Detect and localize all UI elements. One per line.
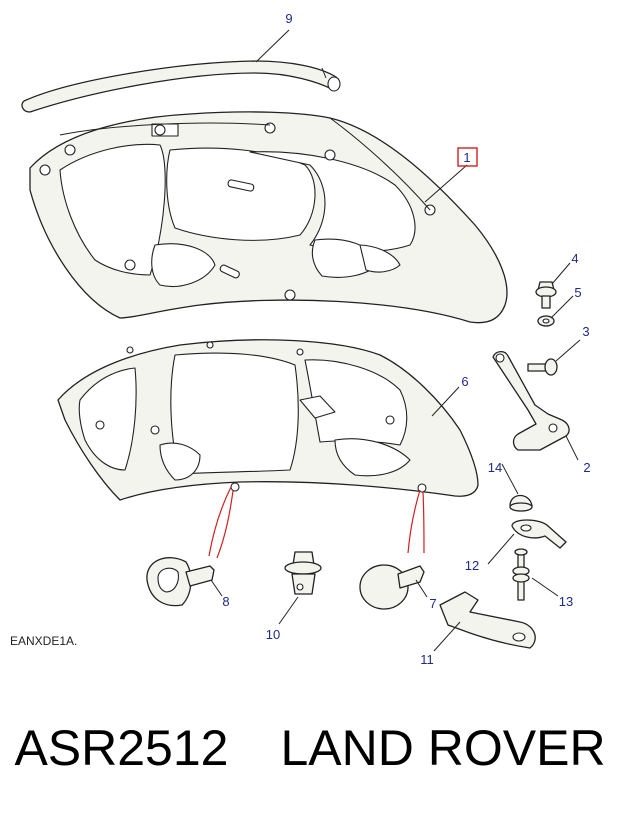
part-9-seal-strip bbox=[21, 60, 341, 113]
callout-4: 4 bbox=[571, 251, 578, 266]
callout-2: 2 bbox=[583, 460, 590, 475]
callout-10: 10 bbox=[266, 627, 280, 642]
footer-caption: ASR2512 LAND ROVER bbox=[0, 706, 620, 790]
part-3-screw bbox=[527, 358, 558, 376]
part-8-clip bbox=[146, 557, 215, 607]
part-11-striker bbox=[439, 591, 536, 649]
part-12-bracket bbox=[511, 519, 567, 549]
part-7-trim-clip bbox=[359, 564, 425, 610]
part-2-hinge bbox=[492, 350, 570, 451]
callout-3: 3 bbox=[582, 324, 589, 339]
callout-1-highlight-box bbox=[457, 147, 478, 167]
part-5-washer bbox=[537, 315, 555, 327]
exploded-parts-diagram: 9 1 4 5 3 6 2 14 12 13 8 7 10 11 EANXDE1… bbox=[10, 11, 591, 667]
part-number: ASR2512 bbox=[14, 720, 229, 776]
callout-1: 1 bbox=[463, 150, 470, 165]
callout-9: 9 bbox=[285, 11, 292, 26]
red-leader-lines bbox=[208, 486, 425, 559]
part-14-cap-nut bbox=[509, 494, 533, 512]
part-13-stud bbox=[512, 548, 530, 601]
callout-13: 13 bbox=[559, 594, 573, 609]
callout-14: 14 bbox=[488, 460, 502, 475]
callout-11: 11 bbox=[420, 652, 434, 667]
callout-7: 7 bbox=[429, 596, 436, 611]
callout-6: 6 bbox=[461, 374, 468, 389]
brand-name: LAND ROVER bbox=[280, 720, 606, 776]
leader-lines bbox=[210, 29, 581, 652]
callout-5: 5 bbox=[574, 285, 581, 300]
drawing-code: EANXDE1A. bbox=[10, 634, 77, 648]
callout-12: 12 bbox=[465, 558, 479, 573]
callout-8: 8 bbox=[222, 594, 229, 609]
part-10-fastener bbox=[284, 551, 322, 595]
part-4-bolt bbox=[535, 281, 557, 309]
part-1-bonnet bbox=[29, 111, 508, 324]
part-6-insulation-panel bbox=[57, 339, 479, 501]
